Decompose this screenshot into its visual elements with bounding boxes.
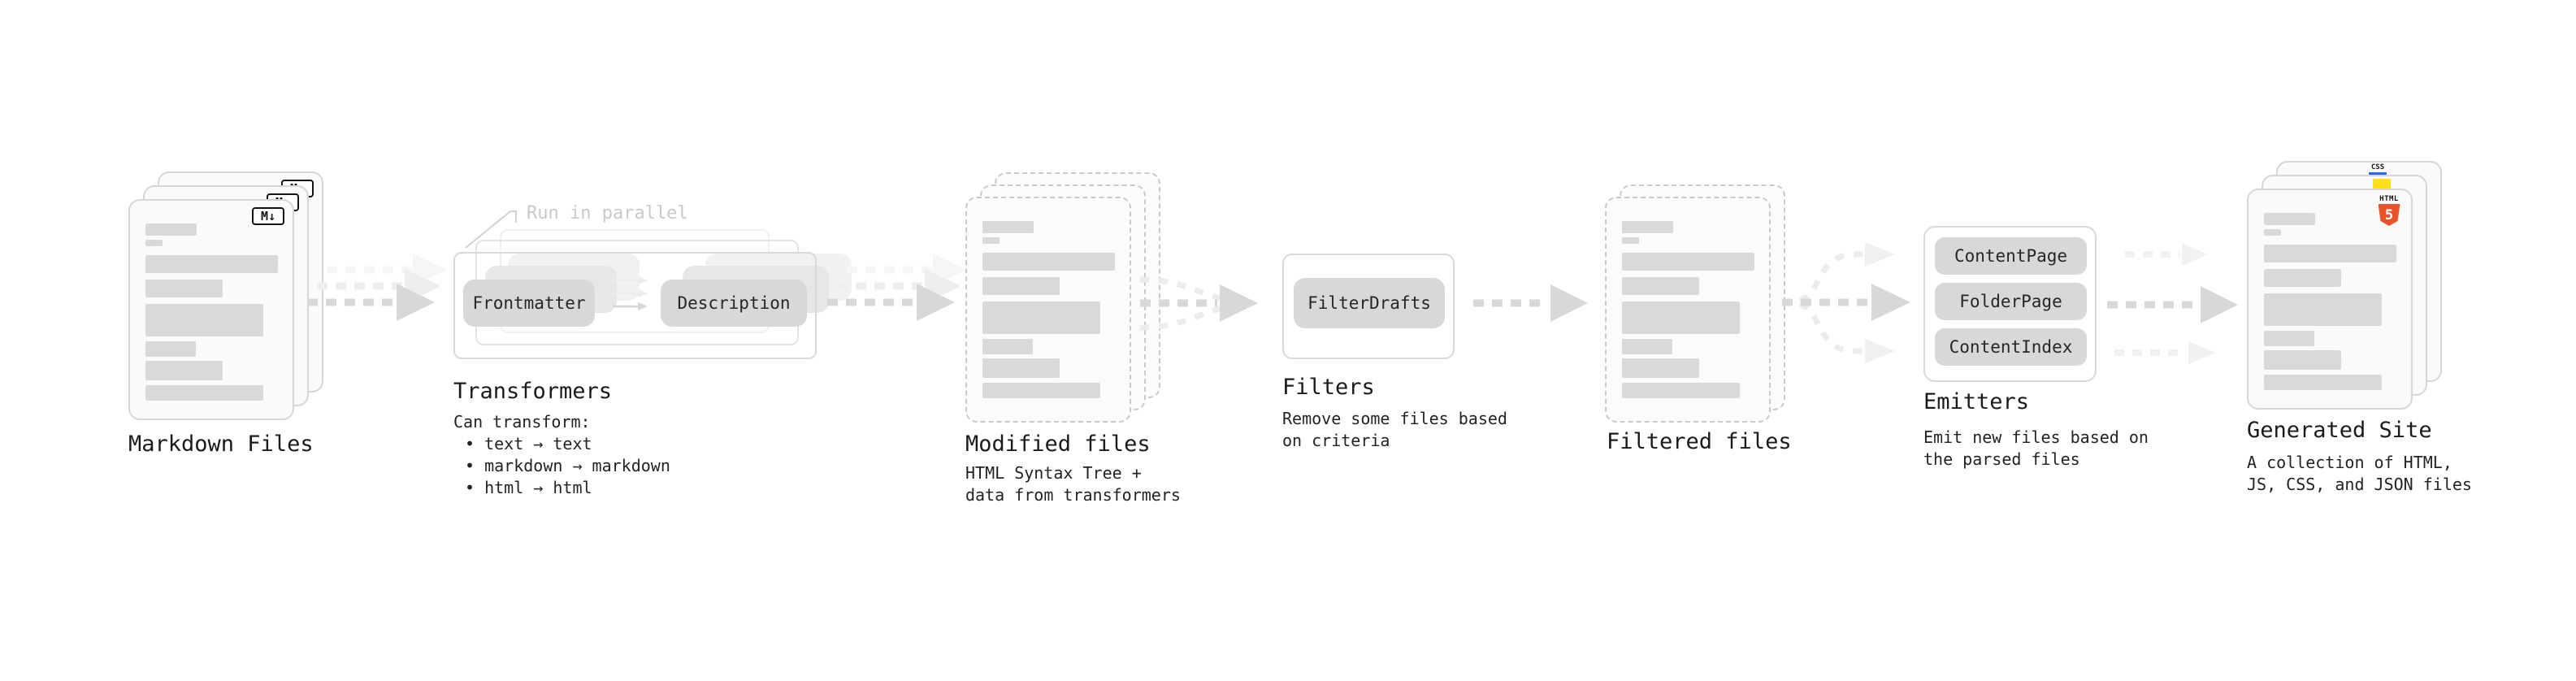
text-line-bar bbox=[145, 240, 163, 246]
stage-label-modified-files: Modified files bbox=[965, 432, 1151, 457]
modified-file-card-front bbox=[965, 197, 1131, 423]
file-content-placeholder bbox=[1622, 221, 1754, 398]
text-line-bar bbox=[2264, 350, 2341, 370]
css-icon-underline bbox=[2369, 172, 2387, 175]
markdown-file-card-front: M↓ bbox=[128, 199, 294, 420]
text-line-bar bbox=[145, 223, 197, 236]
text-line-bar bbox=[982, 221, 1034, 233]
caption-bullet: • html → html bbox=[465, 478, 592, 497]
filterdrafts-pill: FilterDrafts bbox=[1294, 278, 1445, 328]
text-line-bar bbox=[982, 339, 1033, 354]
text-line-bar bbox=[1622, 383, 1740, 398]
text-line-bar bbox=[1622, 339, 1672, 354]
flow-arrow-transformers-to-modified bbox=[827, 254, 968, 321]
transformers-caption: Can transform: • text → text • markdown … bbox=[453, 411, 670, 499]
filtered-file-card-front bbox=[1605, 197, 1771, 423]
text-line-bar bbox=[1622, 358, 1699, 378]
filters-caption: Remove some files based on criteria bbox=[1282, 408, 1507, 452]
caption-line: the parsed files bbox=[1923, 449, 2080, 469]
stage-label-filters: Filters bbox=[1282, 375, 1375, 400]
text-line-bar bbox=[145, 280, 223, 297]
text-line-bar bbox=[145, 385, 263, 401]
css-icon-label: CSS bbox=[2370, 163, 2385, 171]
html5-icon-label: HTML bbox=[2379, 195, 2399, 203]
text-line-bar bbox=[982, 277, 1060, 295]
flow-arrow-filtered-to-emitters bbox=[1782, 242, 1910, 363]
text-line-bar bbox=[2264, 213, 2315, 225]
contentindex-pill: ContentIndex bbox=[1935, 328, 2087, 366]
caption-line: Remove some files based bbox=[1282, 409, 1507, 428]
javascript-icon bbox=[2373, 179, 2391, 189]
css-icon: CSS bbox=[2369, 164, 2387, 175]
text-line-bar bbox=[2264, 375, 2382, 390]
caption-line: data from transformers bbox=[965, 485, 1181, 505]
pill-to-pill-arrows-icon bbox=[613, 276, 648, 310]
caption-line: Emit new files based on bbox=[1923, 427, 2149, 447]
stage-label-transformers: Transformers bbox=[453, 379, 613, 404]
text-line-bar bbox=[2264, 245, 2396, 262]
text-line-bar bbox=[982, 383, 1100, 398]
generated-site-caption: A collection of HTML, JS, CSS, and JSON … bbox=[2247, 452, 2472, 496]
text-line-bar bbox=[982, 301, 1100, 334]
file-content-placeholder bbox=[982, 221, 1115, 398]
text-line-bar bbox=[2264, 229, 2281, 236]
stage-label-markdown-files: Markdown Files bbox=[128, 432, 314, 457]
flow-arrow-markdown-to-transformers bbox=[307, 254, 448, 321]
caption-line: HTML Syntax Tree + bbox=[965, 463, 1142, 483]
run-in-parallel-annotation: Run in parallel bbox=[527, 203, 688, 223]
text-line-bar bbox=[1622, 253, 1754, 271]
text-line-bar bbox=[2264, 293, 2382, 326]
html5-icon: HTML 5 bbox=[2377, 195, 2401, 226]
frontmatter-pill: Frontmatter bbox=[463, 280, 595, 327]
stage-label-generated-site: Generated Site bbox=[2247, 418, 2432, 443]
flow-arrow-modified-to-filters bbox=[1139, 276, 1258, 331]
text-line-bar bbox=[145, 304, 263, 336]
folderpage-pill: FolderPage bbox=[1935, 283, 2087, 320]
caption-bullet: • markdown → markdown bbox=[465, 456, 670, 475]
caption-line: on criteria bbox=[1282, 431, 1390, 450]
text-line-bar bbox=[1622, 237, 1639, 244]
contentpage-pill: ContentPage bbox=[1935, 237, 2087, 275]
description-pill: Description bbox=[661, 280, 807, 327]
annotation-leader-line bbox=[465, 210, 517, 249]
text-line-bar bbox=[145, 341, 196, 357]
text-line-bar bbox=[982, 237, 1000, 244]
caption-bullet: • text → text bbox=[465, 434, 592, 453]
transformer-box-front bbox=[453, 252, 817, 359]
caption-line: Can transform: bbox=[453, 412, 591, 432]
emitters-caption: Emit new files based on the parsed files bbox=[1923, 427, 2149, 471]
markdown-icon: M↓ bbox=[252, 207, 284, 225]
flow-arrow-filters-to-filtered bbox=[1473, 284, 1588, 322]
text-line-bar bbox=[145, 361, 223, 380]
stage-label-emitters: Emitters bbox=[1923, 389, 2030, 414]
caption-line: JS, CSS, and JSON files bbox=[2247, 475, 2472, 494]
text-line-bar bbox=[982, 358, 1060, 378]
text-line-bar bbox=[1622, 221, 1673, 233]
text-line-bar bbox=[1622, 277, 1699, 295]
text-line-bar bbox=[145, 255, 278, 273]
text-line-bar bbox=[2264, 269, 2341, 287]
generated-file-card-html: HTML 5 bbox=[2247, 189, 2413, 410]
stage-label-filtered-files: Filtered files bbox=[1607, 429, 1792, 454]
text-line-bar bbox=[982, 253, 1115, 271]
file-content-placeholder bbox=[2264, 213, 2396, 390]
caption-line: A collection of HTML, bbox=[2247, 453, 2452, 472]
text-line-bar bbox=[1622, 301, 1740, 334]
file-content-placeholder bbox=[145, 223, 278, 401]
modified-files-caption: HTML Syntax Tree + data from transformer… bbox=[965, 462, 1181, 506]
text-line-bar bbox=[2264, 331, 2314, 346]
flow-arrow-emitters-to-generated bbox=[2107, 243, 2238, 364]
